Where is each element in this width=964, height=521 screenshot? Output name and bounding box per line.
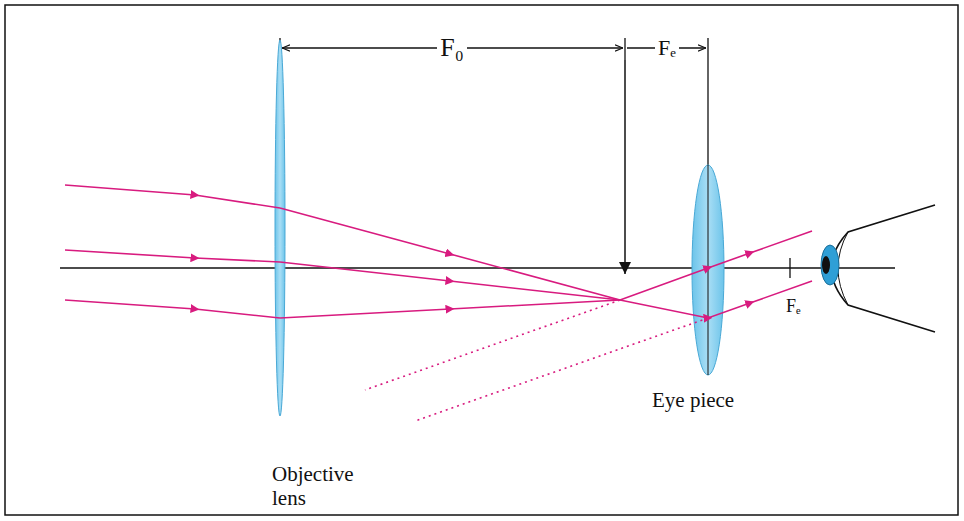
eye xyxy=(821,205,935,332)
dimension-lines xyxy=(280,38,708,168)
objective-lens xyxy=(275,40,285,416)
principal-axis xyxy=(60,267,895,268)
part-label: Eye piece xyxy=(652,388,734,412)
focal-point-label: Fₑ xyxy=(783,296,804,317)
focal-tick xyxy=(789,258,790,278)
part-label: Objective lens xyxy=(272,462,377,510)
frame xyxy=(5,5,958,515)
focal-length-label: F₀ xyxy=(437,33,467,63)
light-rays xyxy=(65,185,812,421)
eyepiece-lens xyxy=(692,165,724,375)
eyepiece-plane xyxy=(708,165,709,375)
image-arrow xyxy=(624,60,626,274)
focal-length-label: Fₑ xyxy=(655,35,679,60)
